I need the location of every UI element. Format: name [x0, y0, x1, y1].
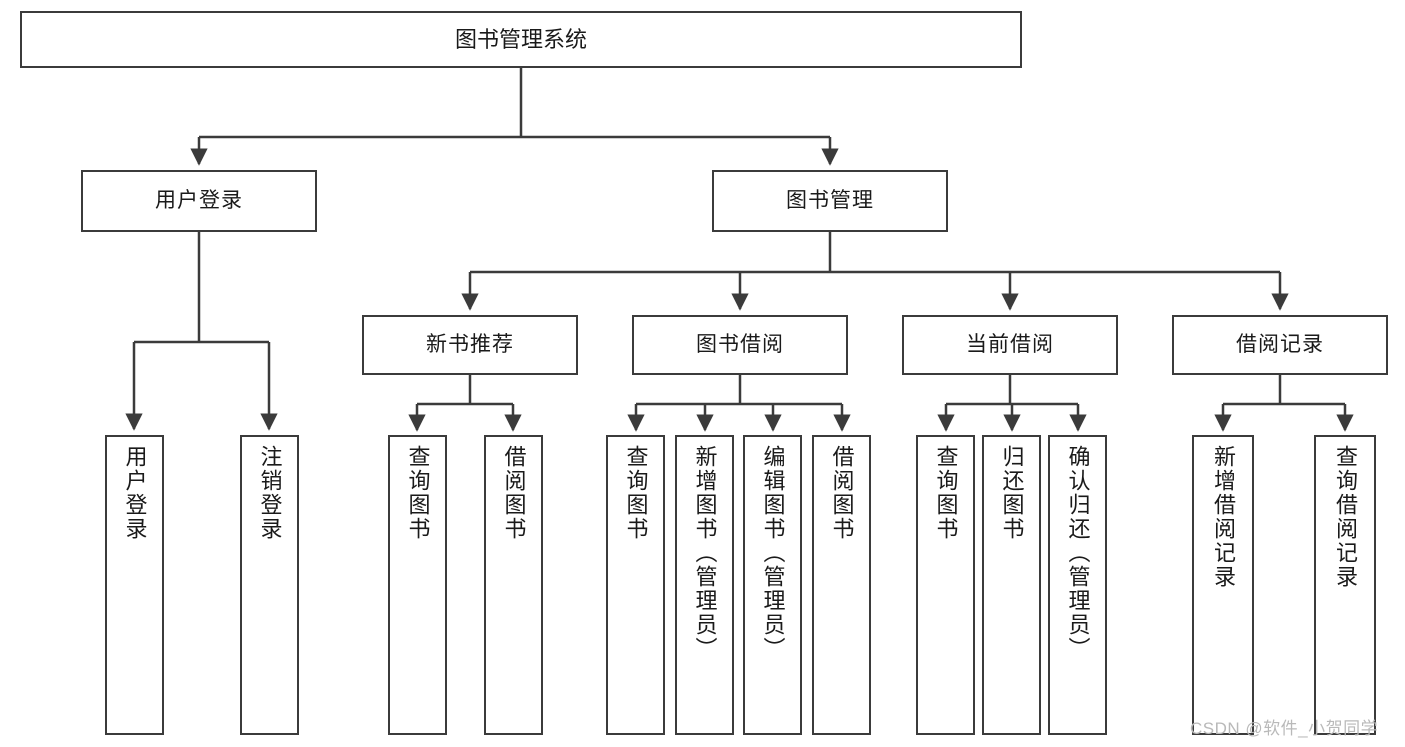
leaf-book-borrow-add[interactable]: 新增图书（管理员）	[675, 435, 734, 735]
node-label: 借阅记录	[1236, 332, 1324, 356]
node-label: 借阅图书	[829, 445, 855, 541]
node-label: 新增借阅记录	[1210, 445, 1236, 589]
node-label: 新增图书（管理员）	[692, 445, 718, 661]
node-label: 图书管理	[786, 188, 874, 212]
node-label: 新书推荐	[426, 332, 514, 356]
leaf-book-borrow-edit[interactable]: 编辑图书（管理员）	[743, 435, 802, 735]
node-label: 查询图书	[933, 445, 959, 541]
node-root-book-management-system[interactable]: 图书管理系统	[20, 11, 1022, 68]
node-user-login[interactable]: 用户登录	[81, 170, 317, 232]
node-label: 查询借阅记录	[1332, 445, 1358, 589]
leaf-new-book-borrow[interactable]: 借阅图书	[484, 435, 543, 735]
leaf-borrow-record-add[interactable]: 新增借阅记录	[1192, 435, 1254, 735]
node-label: 用户登录	[155, 188, 243, 212]
node-book-management[interactable]: 图书管理	[712, 170, 948, 232]
node-book-borrow[interactable]: 图书借阅	[632, 315, 848, 375]
leaf-user-login-logout[interactable]: 注销登录	[240, 435, 299, 735]
node-label: 归还图书	[999, 445, 1025, 541]
node-new-book-recommend[interactable]: 新书推荐	[362, 315, 578, 375]
leaf-current-borrow-confirm-return[interactable]: 确认归还（管理员）	[1048, 435, 1107, 735]
leaf-borrow-record-query[interactable]: 查询借阅记录	[1314, 435, 1376, 735]
node-label: 图书借阅	[696, 332, 784, 356]
csdn-watermark: CSDN @软件_小贺同学	[1190, 719, 1379, 738]
node-label: 当前借阅	[966, 332, 1054, 356]
node-current-borrow[interactable]: 当前借阅	[902, 315, 1118, 375]
node-label: 编辑图书（管理员）	[760, 445, 786, 661]
leaf-book-borrow-borrow[interactable]: 借阅图书	[812, 435, 871, 735]
node-label: 查询图书	[623, 445, 649, 541]
node-label: 用户登录	[122, 445, 148, 541]
leaf-book-borrow-query[interactable]: 查询图书	[606, 435, 665, 735]
leaf-current-borrow-query[interactable]: 查询图书	[916, 435, 975, 735]
leaf-current-borrow-return[interactable]: 归还图书	[982, 435, 1041, 735]
node-label: 图书管理系统	[454, 26, 587, 52]
leaf-user-login-login[interactable]: 用户登录	[105, 435, 164, 735]
node-label: 查询图书	[405, 445, 431, 541]
node-borrow-record[interactable]: 借阅记录	[1172, 315, 1388, 375]
node-label: 确认归还（管理员）	[1065, 445, 1091, 661]
node-label: 借阅图书	[501, 445, 527, 541]
node-label: 注销登录	[257, 445, 283, 541]
leaf-new-book-query[interactable]: 查询图书	[388, 435, 447, 735]
